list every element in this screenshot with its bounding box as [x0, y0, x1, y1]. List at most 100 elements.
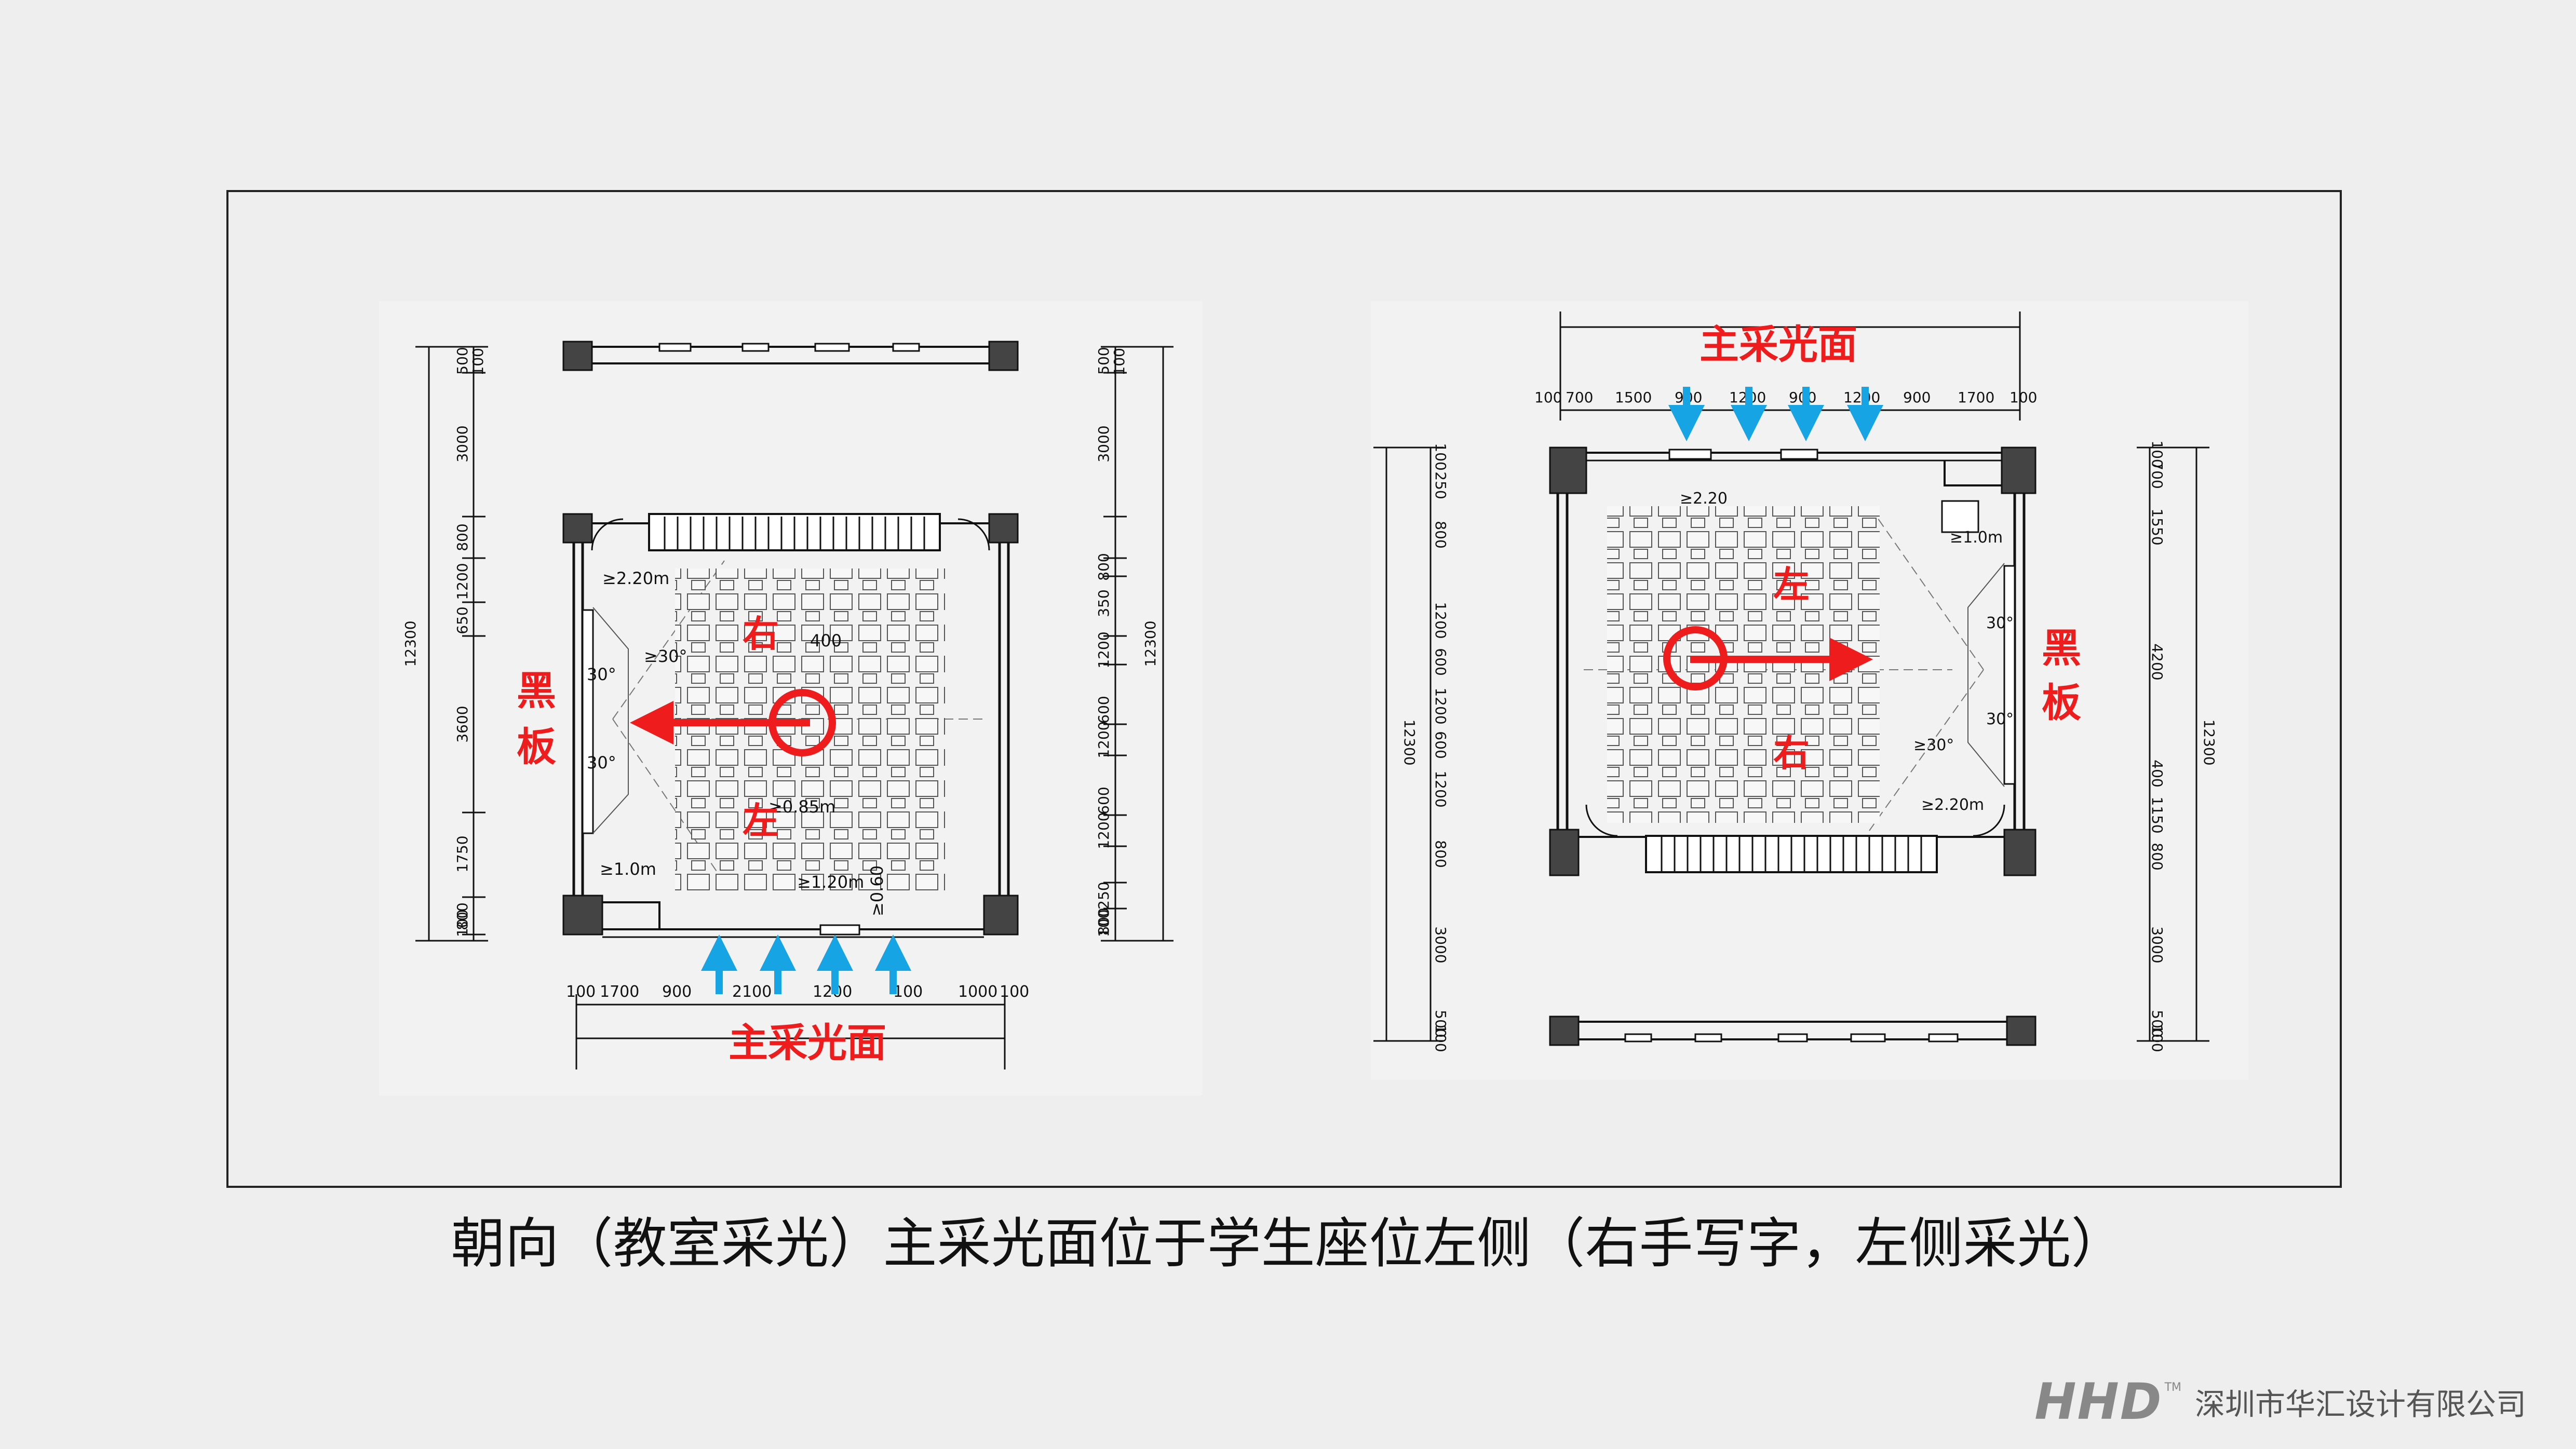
note-220: ≥2.20 — [1680, 490, 1728, 508]
dim-bottom-5: 100 — [893, 983, 923, 1001]
dim-left-7: 1200 — [1432, 687, 1449, 724]
dim-right-5: 1150 — [2149, 796, 2166, 833]
right-plan-corridor-wall — [1549, 1015, 2036, 1046]
brand-logo: HHD — [2034, 1373, 2163, 1431]
dim-bottom-6: 1000 — [958, 983, 997, 1001]
dim-bottom-0: 100 — [566, 983, 596, 1001]
main-light-label: 主采光面 — [729, 1020, 886, 1066]
blackboard-label-2: 板 — [2042, 680, 2081, 726]
note-1m: ≥1.0m — [600, 859, 656, 879]
right-side-label: 右 — [743, 613, 779, 655]
right-plan-dimension-lines — [1373, 312, 2209, 1042]
note-120: ≥1.20m — [797, 872, 864, 892]
left-plan-dimension-lines — [415, 346, 1174, 1069]
left-classroom-plan: 12300 100 800 1750 3600 650 1200 800 300… — [379, 301, 1202, 1095]
dim-right-3: 250 — [1095, 882, 1112, 909]
dim-left-1: 100 — [454, 910, 471, 937]
note-angle: ≥30° — [1913, 736, 1954, 754]
dim-left-8: 3000 — [454, 425, 471, 462]
blackboard-label-2: 板 — [517, 724, 556, 770]
dim-right-8: 1200 — [1095, 631, 1112, 668]
blackboard-label-1: 黑 — [2042, 625, 2081, 671]
right-plan-dim-labels-left: 12300 100 500 3000 800 1200 600 1200 600… — [1401, 443, 1449, 1052]
dim-left-1: 100 — [1432, 1024, 1449, 1052]
blackboard-label-1: 黑 — [517, 668, 556, 714]
note-distance: ≥2.20m — [602, 568, 669, 588]
dim-left-12: 100 — [1432, 443, 1449, 470]
dim-right-total: 12300 — [2201, 719, 2218, 765]
note-060: ≥0.60 — [867, 865, 887, 916]
note-angle-2: 30° — [587, 665, 616, 684]
right-side-label: 右 — [1773, 732, 1810, 775]
dim-right-4: 1200 — [1095, 812, 1112, 849]
dim-left-total: 12300 — [1401, 719, 1418, 765]
left-plan-room-walls — [562, 513, 1019, 938]
dim-right-11: 3000 — [1095, 425, 1112, 462]
note-1m: ≥1.0m — [1950, 529, 2003, 547]
dim-left-5: 1200 — [1432, 770, 1449, 807]
dim-right-1: 100 — [2149, 1024, 2166, 1052]
note-angle-2: 30° — [1986, 614, 2014, 632]
dim-right-1: 100 — [1095, 910, 1112, 937]
dim-right-8: 1550 — [2149, 508, 2166, 545]
left-plan-desk-grid — [675, 568, 945, 890]
dim-right-2: 800 — [1095, 908, 1112, 935]
dim-left-5: 650 — [454, 606, 471, 634]
note-angle-3: 30° — [587, 753, 616, 773]
dim-right-5: 600 — [1095, 787, 1112, 814]
right-classroom-plan: 100 700 1500 900 1200 900 1200 900 1700 … — [1371, 301, 2248, 1080]
note-400: 400 — [810, 631, 842, 651]
note-distance: ≥2.20m — [1921, 796, 1984, 814]
dim-bottom-7: 100 — [1000, 983, 1029, 1001]
note-angle: ≥30° — [644, 646, 687, 666]
dim-right-9: 700 — [2149, 461, 2166, 489]
dim-right-13: 100 — [1111, 348, 1128, 375]
dim-left-7: 800 — [454, 523, 471, 551]
right-plan-room-walls — [1549, 446, 2036, 876]
dim-right-6: 400 — [2149, 760, 2166, 787]
left-plan-corridor-wall — [562, 341, 1019, 371]
dim-bottom-2: 900 — [662, 983, 692, 1001]
dim-left-2: 500 — [1432, 1010, 1449, 1037]
dim-right-total: 12300 — [1142, 620, 1159, 667]
dim-top-0: 100 — [1534, 389, 1562, 406]
dim-left-2: 800 — [454, 902, 471, 930]
dim-left-6: 600 — [1432, 731, 1449, 759]
diagram-frame — [226, 190, 2342, 1188]
company-name: 深圳市华汇设计有限公司 — [2194, 1387, 2526, 1422]
dim-right-6: 1200 — [1095, 721, 1112, 758]
dim-right-7: 4200 — [2149, 643, 2166, 680]
note-angle-3: 30° — [1986, 710, 2014, 728]
dim-top-7: 900 — [1903, 389, 1931, 406]
dim-right-4: 800 — [2149, 843, 2166, 870]
dim-left-3: 1750 — [454, 835, 471, 872]
dim-left-9: 1200 — [1432, 602, 1449, 639]
dim-left-4: 3600 — [454, 706, 471, 742]
right-plan-dim-labels-right: 12300 100 500 3000 800 1150 400 4200 155… — [2149, 440, 2218, 1052]
left-plan-dim-labels-right: 12300 100 800 250 1200 600 1200 600 1200… — [1095, 347, 1159, 937]
dim-right-7: 600 — [1095, 696, 1112, 723]
dim-bottom-1: 1700 — [600, 983, 639, 1001]
left-plan-light-arrows — [701, 935, 911, 994]
dim-left-4: 800 — [1432, 840, 1449, 868]
dim-left-8: 600 — [1432, 648, 1449, 675]
dim-bottom-3: 2100 — [732, 983, 772, 1001]
right-plan-notes: ≥2.20m ≥30° 30° 30° ≥1.0m ≥2.20 — [1680, 490, 2014, 814]
left-plan-dim-labels-bottom: 100 1700 900 2100 1200 100 1000 100 — [566, 983, 1029, 1001]
dim-right-12: 500 — [1095, 347, 1112, 374]
right-plan-red-annotations: 左 右 黑 板 主采光面 — [1663, 321, 2081, 775]
dim-left-10: 100 — [469, 348, 487, 375]
right-plan-desk-grid — [1607, 506, 1880, 823]
dim-top-9: 100 — [2009, 389, 2037, 406]
brand-footer: HHD TM 深圳市华汇设计有限公司 — [2034, 1371, 2526, 1433]
left-plan-notes: ≥2.20m ≥30° 30° 30° 400 ≥1.0m ≥0.85m ≥1.… — [587, 568, 887, 916]
dim-left-6: 1200 — [454, 563, 471, 600]
note-085: ≥0.85m — [768, 797, 835, 817]
dim-left-3: 3000 — [1432, 926, 1449, 963]
dim-top-1: 700 — [1566, 389, 1593, 406]
left-plan-red-annotations: 右 左 黑 板 主采光面 — [517, 613, 886, 1066]
left-plan-dim-labels: 12300 100 800 1750 3600 650 1200 800 300… — [402, 347, 487, 937]
dim-left-11: 250 — [1432, 471, 1449, 499]
dim-right-9: 350 — [1095, 589, 1112, 617]
